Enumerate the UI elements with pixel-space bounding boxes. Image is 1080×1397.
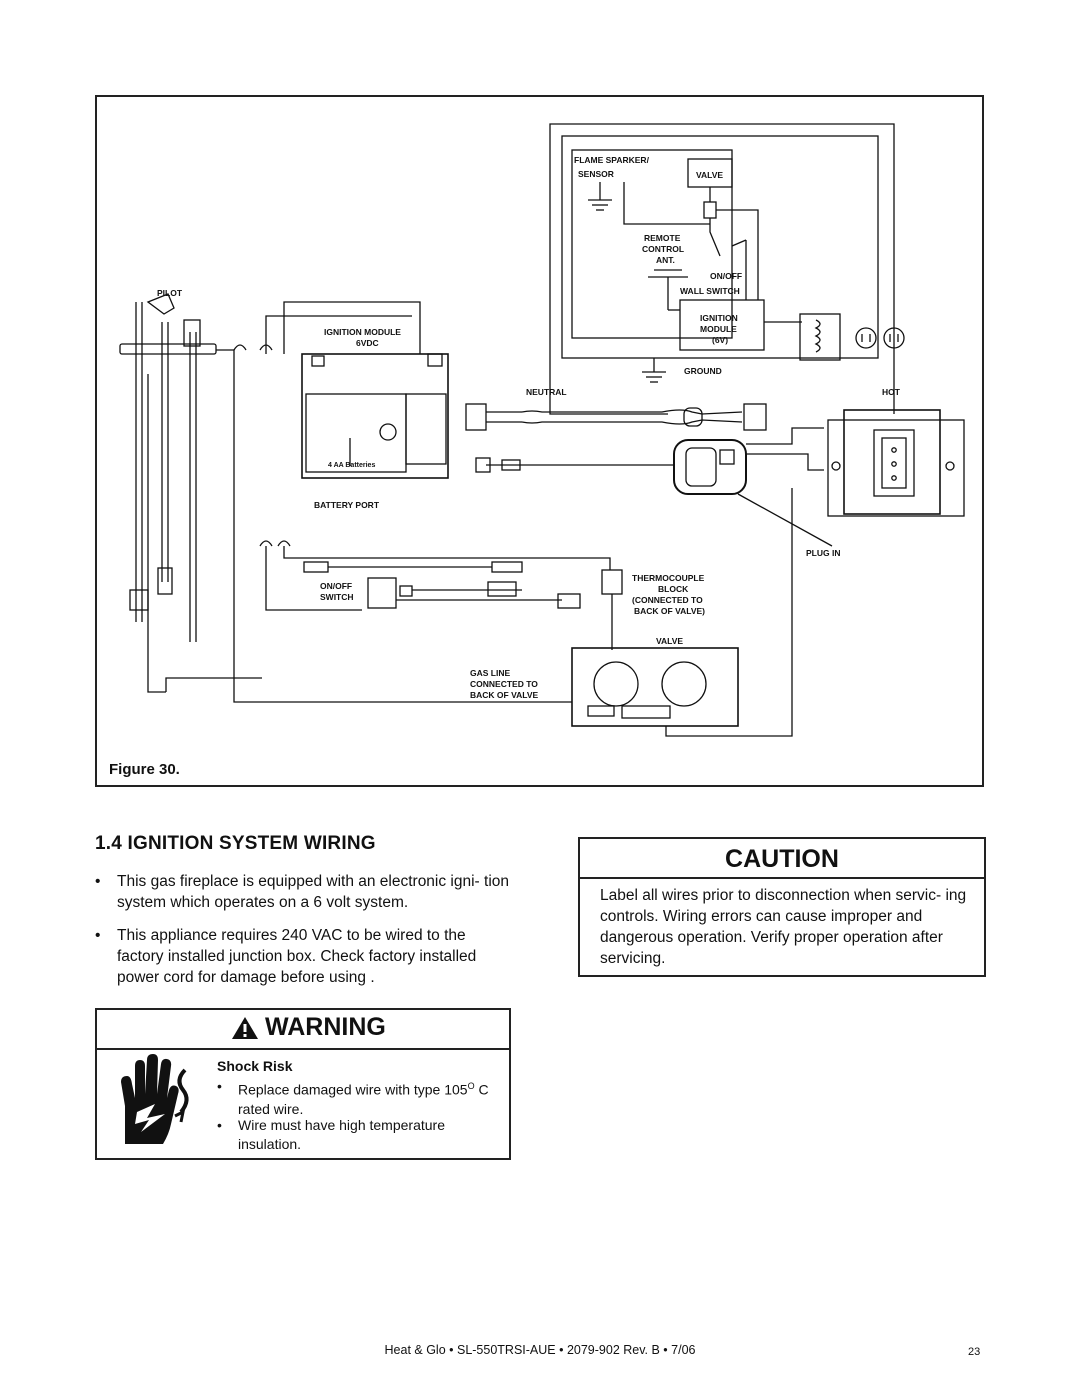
harness-left (465, 403, 487, 431)
label-wall-switch: WALL SWITCH (680, 286, 740, 296)
shock-hand-icon (121, 1054, 189, 1144)
warning-box: WARNING Shock Risk •Replace damaged wire… (95, 1008, 511, 1160)
shock-risk-title: Shock Risk (217, 1058, 293, 1074)
caution-body: Label all wires prior to disconnection w… (600, 887, 967, 967)
label-gas-connected: CONNECTED TO (470, 679, 538, 689)
section-bullet-2: •This appliance requires 240 VAC to be w… (95, 925, 515, 988)
wire-outer-loop (549, 123, 895, 397)
figure-box: FLAME SPARKER/ SENSOR VALVE REMOTE CONTR… (95, 95, 984, 787)
label-gas-line: GAS LINE (470, 668, 510, 678)
warning-bullet-2: •Wire must have high temperature insulat… (217, 1116, 497, 1154)
label-flame-sparker: FLAME SPARKER/ (574, 155, 650, 165)
remote-ignition-module-box (679, 299, 765, 351)
label-ground: GROUND (684, 366, 722, 376)
thermocouple-block (601, 569, 623, 595)
label-ignition: IGNITION (700, 313, 738, 323)
junction-block (799, 313, 841, 361)
ignition-module (301, 353, 449, 479)
label-6v: (6V) (712, 335, 728, 345)
warning-triangle-icon (232, 1017, 258, 1039)
wiring-diagram: FLAME SPARKER/ SENSOR VALVE REMOTE CONTR… (119, 123, 965, 737)
remote-section-box (561, 135, 879, 359)
page-number: 23 (968, 1346, 981, 1358)
gas-valve (571, 647, 739, 727)
figure-caption: Figure 30. (109, 761, 180, 778)
warning-bullet-1-tail: C rated wire. (238, 1081, 489, 1117)
harness-right (743, 403, 767, 431)
label-valve: VALVE (656, 636, 683, 646)
label-sensor: SENSOR (578, 169, 614, 179)
label-block: BLOCK (658, 584, 689, 594)
label-gas-back: BACK OF VALVE (470, 690, 538, 700)
footer-text: Heat & Glo • SL-550TRSI-AUE • 2079-902 R… (384, 1343, 696, 1357)
label-pilot: PILOT (157, 288, 183, 298)
label-battery-port: BATTERY PORT (314, 500, 380, 510)
warning-bullet-1-text: Replace damaged wire with type 105 (238, 1081, 468, 1098)
section-bullet-1-text: This gas fireplace is equipped with an e… (117, 873, 510, 911)
label-connected-to: (CONNECTED TO (632, 595, 703, 605)
remote-inner-box (571, 149, 733, 339)
label-valve-top: VALVE (696, 170, 723, 180)
section-bullet-1: •This gas fireplace is equipped with an … (95, 871, 515, 913)
label-module: MODULE (700, 324, 737, 334)
label-switch: SWITCH (320, 592, 354, 602)
junction-box (843, 409, 941, 515)
junction-box-outer (827, 419, 965, 517)
warning-bullet-2-text: Wire must have high temperature insulati… (238, 1117, 445, 1152)
caution-box: CAUTION Label all wires prior to disconn… (578, 837, 986, 977)
label-plug-in: PLUG IN (806, 548, 840, 558)
label-back-of-valve: BACK OF VALVE) (634, 606, 705, 616)
label-batteries: 4 AA Batteries (328, 462, 375, 469)
label-remote: REMOTE (644, 233, 681, 243)
label-onoff: ON/OFF (710, 271, 742, 281)
label-ignition-module: IGNITION MODULE (324, 327, 401, 337)
warning-bullet-1: •Replace damaged wire with type 105O C r… (217, 1078, 489, 1117)
label-control: CONTROL (642, 244, 684, 254)
label-thermocouple: THERMOCOUPLE (632, 573, 705, 583)
section-bullet-2-text: This appliance requires 240 VAC to be wi… (117, 927, 477, 986)
remote-connector (703, 201, 717, 219)
label-ant: ANT. (656, 255, 675, 265)
label-neutral: NEUTRAL (526, 387, 567, 397)
remote-receiver (673, 439, 747, 495)
onoff-switch (367, 577, 397, 609)
label-switch-onoff: ON/OFF (320, 581, 352, 591)
warning-title: WARNING (265, 1013, 386, 1041)
warning-header: WARNING (97, 1010, 509, 1050)
degree-sup: O (467, 1081, 475, 1091)
section-title: 1.4 IGNITION SYSTEM WIRING (95, 833, 376, 854)
caution-title: CAUTION (580, 839, 984, 879)
label-hot: HOT (882, 387, 901, 397)
label-6vdc: 6VDC (356, 338, 379, 348)
